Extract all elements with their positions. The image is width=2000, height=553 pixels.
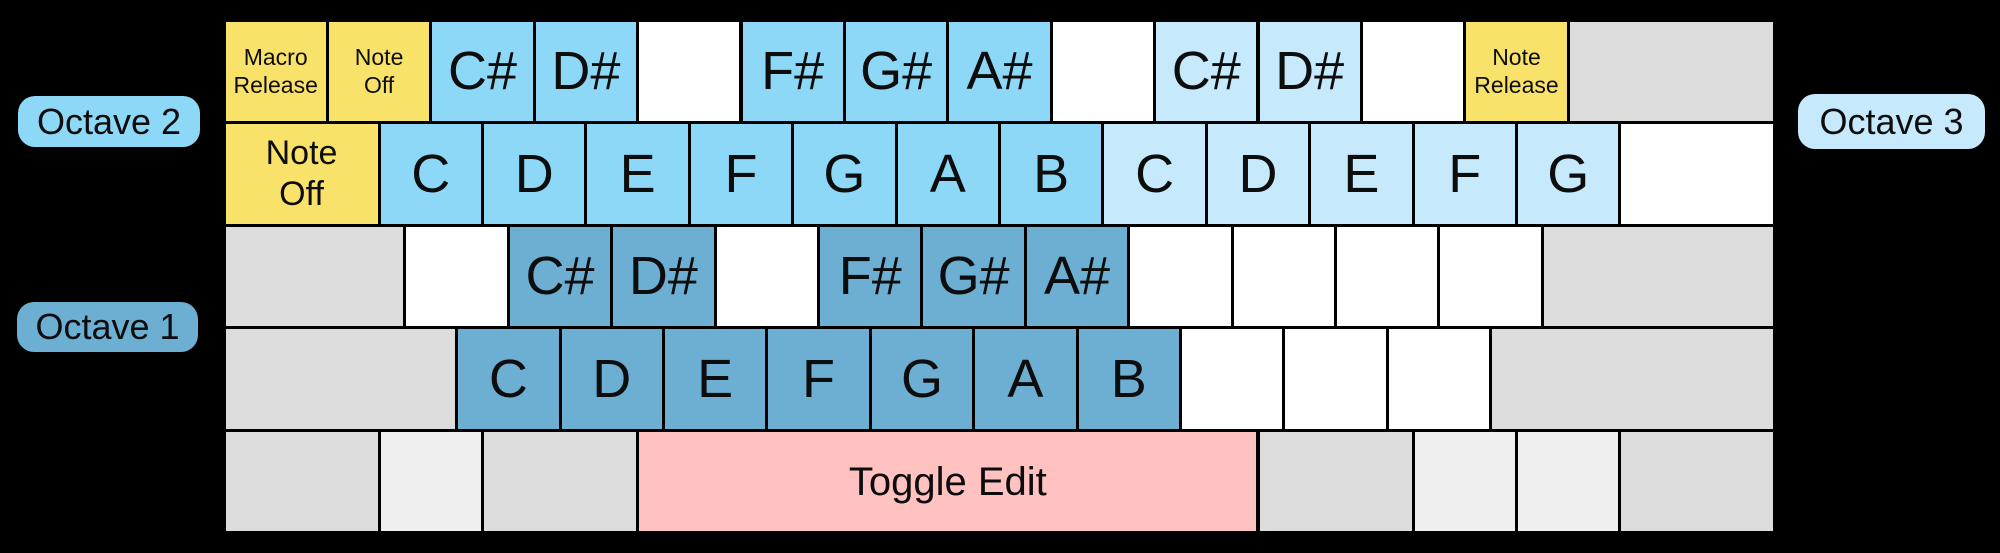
note-key-dsharp-oct2: D# — [532, 18, 640, 125]
note-off-key-row1: Note Off — [325, 18, 433, 125]
note-key-c-oct1: C — [455, 326, 562, 432]
note-release-key: Note Release — [1463, 18, 1570, 125]
octave-3-label: Octave 3 — [1798, 94, 1985, 149]
note-key-gsharp-oct1: G# — [920, 223, 1027, 330]
note-key-d-oct2: D — [481, 121, 588, 227]
note-key-csharp-oct1: C# — [506, 223, 614, 330]
note-key-d-oct3: D — [1204, 121, 1312, 227]
modifier-key — [377, 428, 484, 535]
note-key-c-oct3: C — [1101, 121, 1208, 227]
blank-key — [1359, 18, 1467, 125]
blank-key — [403, 223, 510, 330]
modifier-key — [1411, 428, 1518, 535]
toggle-edit-key: Toggle Edit — [636, 428, 1260, 535]
modifier-key — [222, 326, 459, 432]
note-key-gsharp-oct2: G# — [842, 18, 950, 125]
blank-key — [1437, 223, 1544, 330]
modifier-key — [1515, 428, 1622, 535]
modifier-key — [222, 223, 407, 330]
note-key-fsharp-oct1: F# — [817, 223, 924, 330]
modifier-key — [1256, 428, 1415, 535]
note-key-a-oct1: A — [972, 326, 1079, 432]
blank-key — [1618, 121, 1777, 227]
note-key-d-oct1: D — [558, 326, 665, 432]
note-off-key: Note Off — [222, 121, 381, 227]
note-key-dsharp-oct3: D# — [1256, 18, 1363, 125]
note-key-f-oct2: F — [687, 121, 795, 227]
note-key-b-oct1: B — [1075, 326, 1182, 432]
octave-1-label: Octave 1 — [17, 302, 198, 352]
blank-key — [1385, 326, 1493, 432]
note-key-g-oct2: G — [791, 121, 898, 227]
modifier-key — [481, 428, 640, 535]
blank-key — [1230, 223, 1338, 330]
note-key-asharp-oct2: A# — [946, 18, 1053, 125]
octave-2-label: Octave 2 — [18, 96, 200, 147]
macro-release-key: Macro Release — [222, 18, 329, 125]
blank-key — [1178, 326, 1286, 432]
note-key-g-oct3: G — [1515, 121, 1622, 227]
note-key-f-oct1: F — [765, 326, 872, 432]
note-key-a-oct2: A — [894, 121, 1001, 227]
blank-key — [1334, 223, 1441, 330]
note-key-f-oct3: F — [1411, 121, 1518, 227]
blank-key — [713, 223, 821, 330]
note-key-e-oct3: E — [1308, 121, 1415, 227]
modifier-key — [1540, 223, 1777, 330]
note-key-e-oct1: E — [661, 326, 769, 432]
modifier-key — [222, 428, 381, 535]
blank-key — [1282, 326, 1389, 432]
blank-key — [1049, 18, 1157, 125]
note-key-asharp-oct1: A# — [1023, 223, 1131, 330]
note-key-e-oct2: E — [584, 121, 691, 227]
blank-key — [1127, 223, 1234, 330]
modifier-key — [1566, 18, 1777, 125]
note-key-fsharp-oct2: F# — [739, 18, 846, 125]
modifier-key — [1489, 326, 1777, 432]
note-key-dsharp-oct1: D# — [610, 223, 717, 330]
note-key-b-oct2: B — [998, 121, 1105, 227]
modifier-key — [1618, 428, 1777, 535]
note-key-c-oct2: C — [377, 121, 484, 227]
note-key-g-oct1: G — [868, 326, 976, 432]
blank-key — [636, 18, 743, 125]
note-key-csharp-oct2: C# — [429, 18, 536, 125]
note-key-csharp-oct3: C# — [1153, 18, 1260, 125]
